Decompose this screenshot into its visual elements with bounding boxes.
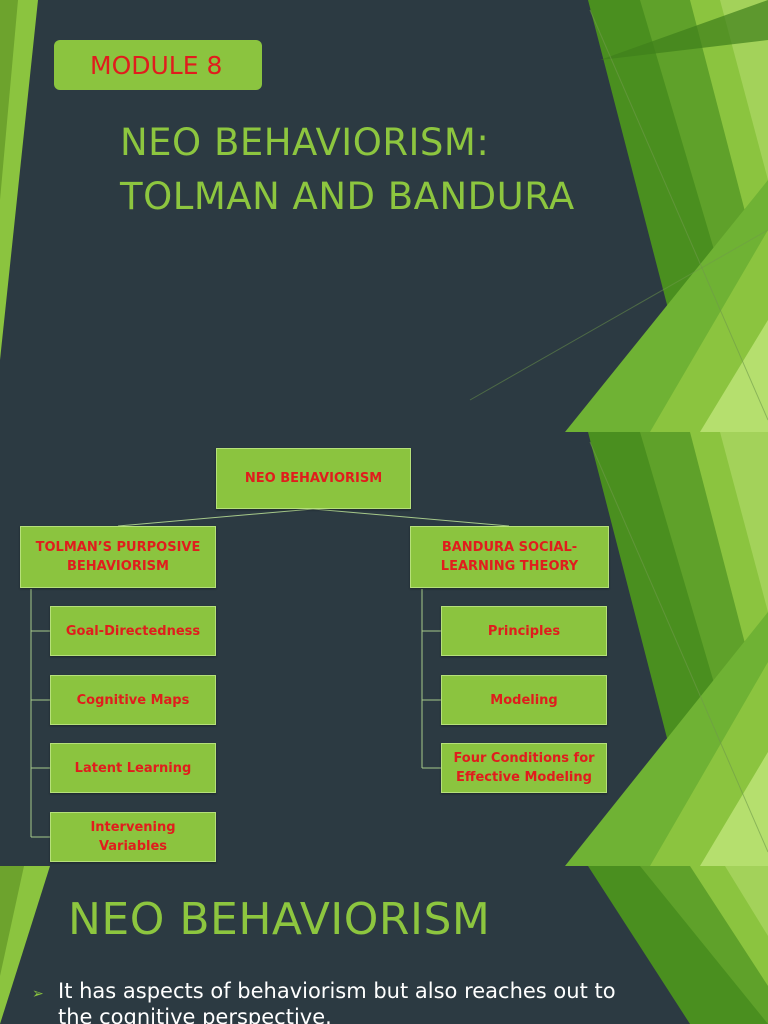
title-slide: MODULE 8 NEO BEHAVIORISM: TOLMAN AND BAN…: [0, 0, 768, 432]
concept-node: Latent Learning: [50, 743, 216, 793]
bullet-point: ➢ It has aspects of behaviorism but also…: [32, 978, 632, 1024]
tolman-branch-label: TOLMAN’S PURPOSIVE BEHAVIORISM: [35, 540, 201, 574]
bullet-text: It has aspects of behaviorism but also r…: [58, 979, 616, 1024]
concept-node: Modeling: [441, 675, 607, 725]
slide-title-line-1: NEO BEHAVIORISM:: [120, 121, 490, 164]
bandura-branch-node: BANDURA SOCIAL- LEARNING THEORY: [410, 526, 609, 588]
concept-node-label: Principles: [487, 623, 561, 639]
definition-slide: NEO BEHAVIORISM ➢ It has aspects of beha…: [0, 866, 768, 1024]
concept-node: Cognitive Maps: [50, 675, 216, 725]
concept-node-label: Latent Learning: [74, 760, 192, 776]
concept-node: Four Conditions for Effective Modeling: [441, 743, 607, 793]
concept-node: Principles: [441, 606, 607, 656]
arrow-bullet-icon: ➢: [32, 986, 44, 1002]
module-badge: MODULE 8: [54, 40, 262, 90]
concept-node: Goal-Directedness: [50, 606, 216, 656]
decorative-green-triangles: [0, 0, 768, 432]
concept-node-label: Cognitive Maps: [76, 692, 190, 708]
concept-node-label: Goal-Directedness: [65, 623, 201, 639]
concept-node: Intervening Variables: [50, 812, 216, 862]
bandura-branch-label: BANDURA SOCIAL- LEARNING THEORY: [440, 540, 579, 574]
decorative-green-triangles: [565, 432, 768, 866]
tolman-branch-node: TOLMAN’S PURPOSIVE BEHAVIORISM: [20, 526, 216, 588]
root-node: NEO BEHAVIORISM: [216, 448, 411, 509]
module-badge-label: MODULE 8: [90, 50, 223, 80]
slide-title-line-2: TOLMAN AND BANDURA: [120, 175, 575, 218]
concept-node-label: Four Conditions for Effective Modeling: [453, 751, 595, 785]
root-node-label: NEO BEHAVIORISM: [244, 471, 383, 486]
section-title: NEO BEHAVIORISM: [68, 894, 491, 945]
slide-title: NEO BEHAVIORISM: TOLMAN AND BANDURA: [120, 116, 680, 224]
concept-map-connectors: [30, 508, 510, 838]
concept-node-label: Modeling: [490, 692, 558, 708]
concept-node-label: Intervening Variables: [90, 820, 176, 854]
concept-map-slide: NEO BEHAVIORISM TOLMAN’S PURPOSIVE BEHAV…: [0, 432, 768, 866]
decorative-green-triangles: [0, 866, 768, 1024]
